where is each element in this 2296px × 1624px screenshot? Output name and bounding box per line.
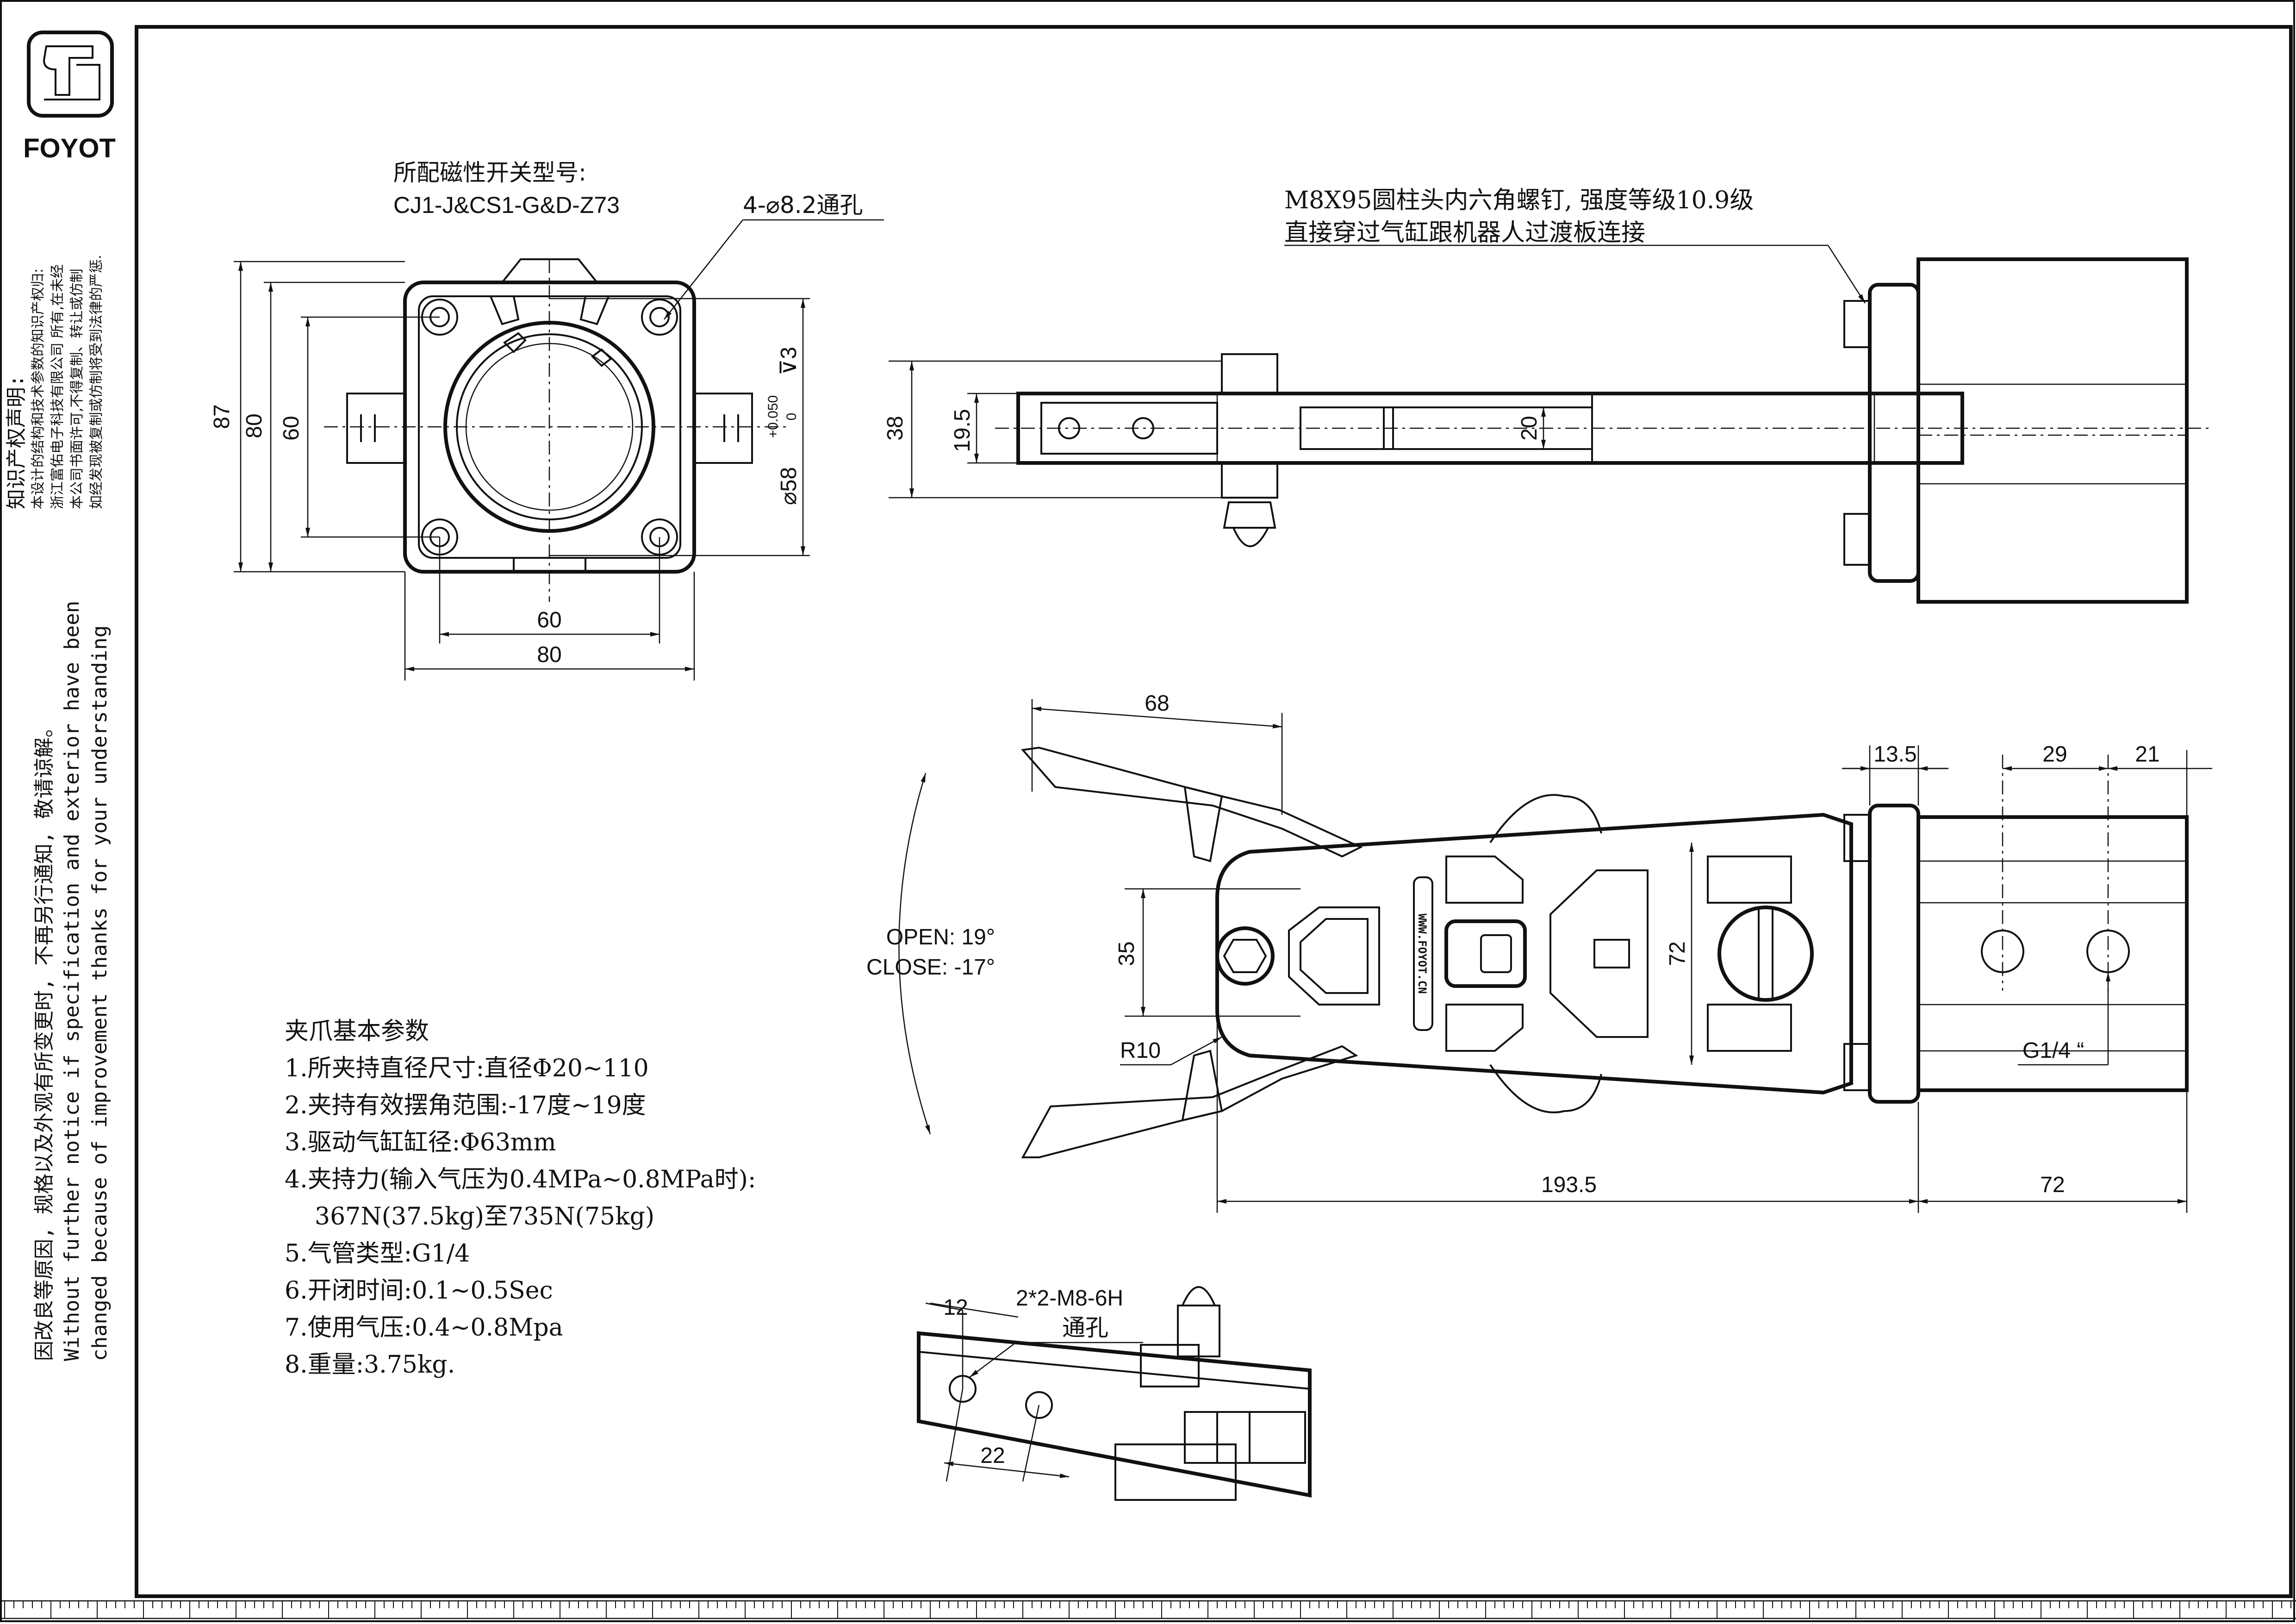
notice-line: Without further notice if specification …: [60, 601, 84, 1361]
dim-13-5: 13.5: [1873, 742, 1916, 767]
hole-note: 4-⌀8.2通孔: [743, 192, 863, 219]
parameter-item: 367N(37.5kg)至735N(75kg): [315, 1203, 654, 1230]
dim-60-horizontal: 60: [537, 608, 561, 632]
notice-line: 因改良等原因, 规格以及外观有所变更时, 不再另行通知, 敬请谅解。: [32, 717, 56, 1361]
brand-name: FOYOT: [23, 133, 116, 163]
dim-depth: ⊽3: [777, 347, 801, 375]
switch-model-label: 所配磁性开关型号:: [393, 159, 586, 186]
ip-line: 浙江富佑电子科技有限公司 所有,在未经: [50, 264, 66, 509]
dim-60-vertical: 60: [279, 416, 304, 440]
dim-22: 22: [980, 1443, 1005, 1468]
notice-line: changed because of improvement thanks fo…: [88, 625, 112, 1361]
dim-68: 68: [1145, 691, 1169, 716]
dim-tol-lower: 0: [784, 413, 799, 421]
thread-note-2: 通孔: [1062, 1314, 1108, 1341]
close-angle-label: CLOSE: -17°: [866, 955, 995, 980]
parameter-title: 夹爪基本参数: [285, 1018, 429, 1045]
parameter-item: 7.使用气压:0.4~0.8Mpa: [285, 1314, 563, 1342]
ip-line: 如经发现被复制或仿制将受到法律的严惩.: [88, 255, 105, 509]
dim-20: 20: [1517, 416, 1542, 440]
open-angle-label: OPEN: 19°: [886, 925, 995, 949]
dim-80-vertical: 80: [242, 413, 267, 438]
parameter-item: 6.开闭时间:0.1~0.5Sec: [285, 1277, 553, 1305]
website-mark: WWW.FOYOT.CN: [1416, 913, 1429, 993]
screw-note-2: 直接穿过气缸跟机器人过渡板连接: [1284, 219, 1645, 247]
dim-193-5: 193.5: [1541, 1173, 1597, 1197]
dim-80-horizontal: 80: [537, 643, 561, 667]
dim-29: 29: [2042, 742, 2067, 767]
mounting-hole: [641, 299, 678, 336]
parameter-item: 4.夹持力(输入气压为0.4MPa~0.8MPa时):: [285, 1166, 756, 1193]
bottom-scale-ruler: [4, 1601, 2291, 1618]
dim-tol-upper: +0.050: [765, 395, 781, 438]
g14-label: G1/4 “: [2022, 1038, 2084, 1063]
dim-19-5: 19.5: [950, 409, 975, 452]
dim-72-vertical: 72: [1665, 941, 1690, 966]
dim-38: 38: [883, 416, 908, 440]
side-view: WWW.FOYOT.CN 68 OPEN: 19° CLOSE: -17°: [866, 691, 2212, 1213]
improvement-notice: 因改良等原因, 规格以及外观有所变更时, 不再另行通知, 敬请谅解。 Witho…: [32, 601, 112, 1361]
parameter-item: 8.重量:3.75kg.: [285, 1351, 455, 1379]
dim-72-horizontal: 72: [2040, 1173, 2065, 1197]
r10-label: R10: [1120, 1038, 1161, 1063]
dim-87: 87: [210, 404, 234, 429]
screw-note-1: M8X95圆柱头内六角螺钉, 强度等级10.9级: [1284, 187, 1754, 214]
parameter-list: 夹爪基本参数 1.所夹持直径尺寸:直径Φ20~110 2.夹持有效摆角范围:-1…: [285, 1018, 756, 1379]
switch-model: CJ1-J&CS1-G&D-Z73: [393, 192, 620, 218]
parameter-item: 1.所夹持直径尺寸:直径Φ20~110: [285, 1055, 649, 1082]
detail-view: 12 22 2*2-M8-6H 通孔: [917, 1286, 1312, 1501]
parameter-item: 5.气管类型:G1/4: [285, 1240, 470, 1268]
parameter-item: 3.驱动气缸缸径:Φ63mm: [285, 1129, 556, 1156]
dim-21: 21: [2135, 742, 2159, 767]
ip-line: 本公司书面许可,不得复制、转让或仿制: [69, 269, 85, 509]
thread-note-1: 2*2-M8-6H: [1016, 1286, 1123, 1311]
parameter-item: 2.夹持有效摆角范围:-17度~19度: [285, 1092, 646, 1119]
foyot-logo: [27, 31, 114, 118]
front-view: 所配磁性开关型号: CJ1-J&CS1-G&D-Z73 4-⌀8.2通孔: [210, 159, 884, 681]
dim-dia-58: ⌀58: [777, 467, 801, 505]
dim-35: 35: [1114, 941, 1139, 966]
ip-line: 知识产权声明:: [5, 375, 28, 510]
thread-hole: [1025, 1391, 1053, 1419]
ip-line: 本设计的结构和技术参数的知识产权归:: [30, 269, 46, 509]
dim-12: 12: [943, 1295, 968, 1320]
ip-statement: 知识产权声明: 本设计的结构和技术参数的知识产权归: 浙江富佑电子科技有限公司 …: [5, 255, 105, 509]
top-view: M8X95圆柱头内六角螺钉, 强度等级10.9级 直接穿过气缸跟机器人过渡板连接: [883, 187, 2212, 604]
